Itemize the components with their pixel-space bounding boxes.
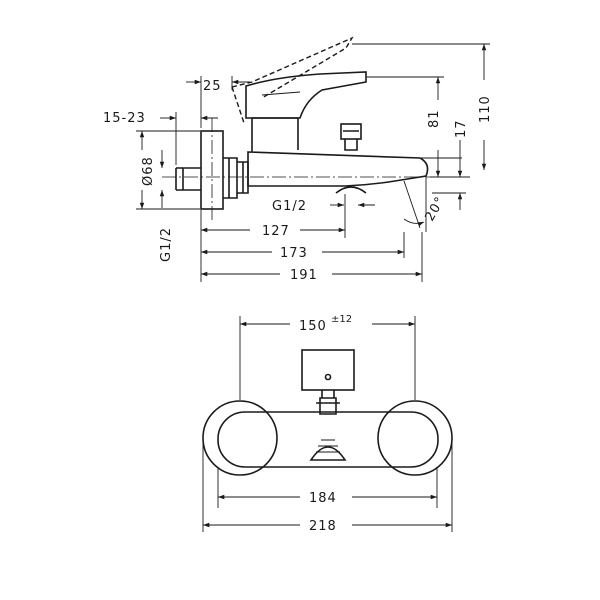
dim-g12-outlet-label: G1/2 <box>272 199 307 214</box>
dim-17-label: 17 <box>454 119 469 138</box>
dim-g12-left: G1/2 <box>159 150 174 262</box>
outlet-hatching <box>316 439 340 453</box>
dim-g12-outlet: G1/2 <box>272 194 375 238</box>
dim-diameter-68-label: Ø68 <box>141 156 156 186</box>
lever-open-position <box>231 36 354 124</box>
dim-diameter-68: Ø68 <box>136 130 200 210</box>
front-body <box>217 411 439 468</box>
dim-150: 150 ±12 <box>239 314 416 400</box>
dim-150-tol: ±12 <box>331 314 352 325</box>
dim-150-label: 150 <box>299 319 327 334</box>
dim-25-label: 25 <box>203 79 222 94</box>
dim-191-label: 191 <box>290 268 318 283</box>
front-view: 150 ±12 184 218 <box>202 314 453 534</box>
dim-184: 184 <box>217 468 438 508</box>
dim-15-23: 15-23 <box>103 111 218 165</box>
lever-indicator <box>324 373 332 381</box>
dim-25: 25 <box>186 76 250 128</box>
spout-outlet <box>335 186 367 194</box>
front-diverter <box>316 390 340 415</box>
front-lever <box>301 349 355 391</box>
lever-handle <box>245 71 367 119</box>
dim-173-label: 173 <box>280 246 308 261</box>
dim-218-label: 218 <box>309 519 337 534</box>
dim-15-23-label: 15-23 <box>103 111 146 126</box>
dim-127-label: 127 <box>262 224 290 239</box>
front-spout-outlet <box>309 446 347 461</box>
dim-heights: 81 17 110 <box>352 43 493 210</box>
valve-neck <box>251 117 299 152</box>
dim-184-label: 184 <box>309 491 337 506</box>
dim-angle-20: 20° <box>403 176 448 232</box>
diverter-knob <box>340 123 362 151</box>
eccentric-connector <box>175 167 201 191</box>
spout-body <box>247 151 429 187</box>
dim-81-label: 81 <box>427 109 442 128</box>
hex-nut <box>223 157 249 199</box>
dim-g12-left-label: G1/2 <box>159 227 174 262</box>
dim-110-label: 110 <box>478 95 493 123</box>
side-view: 25 15-23 Ø68 G1/2 G1/2 <box>103 36 493 283</box>
dim-218: 218 <box>202 438 453 534</box>
dim-widths: 127 173 191 <box>200 210 423 283</box>
